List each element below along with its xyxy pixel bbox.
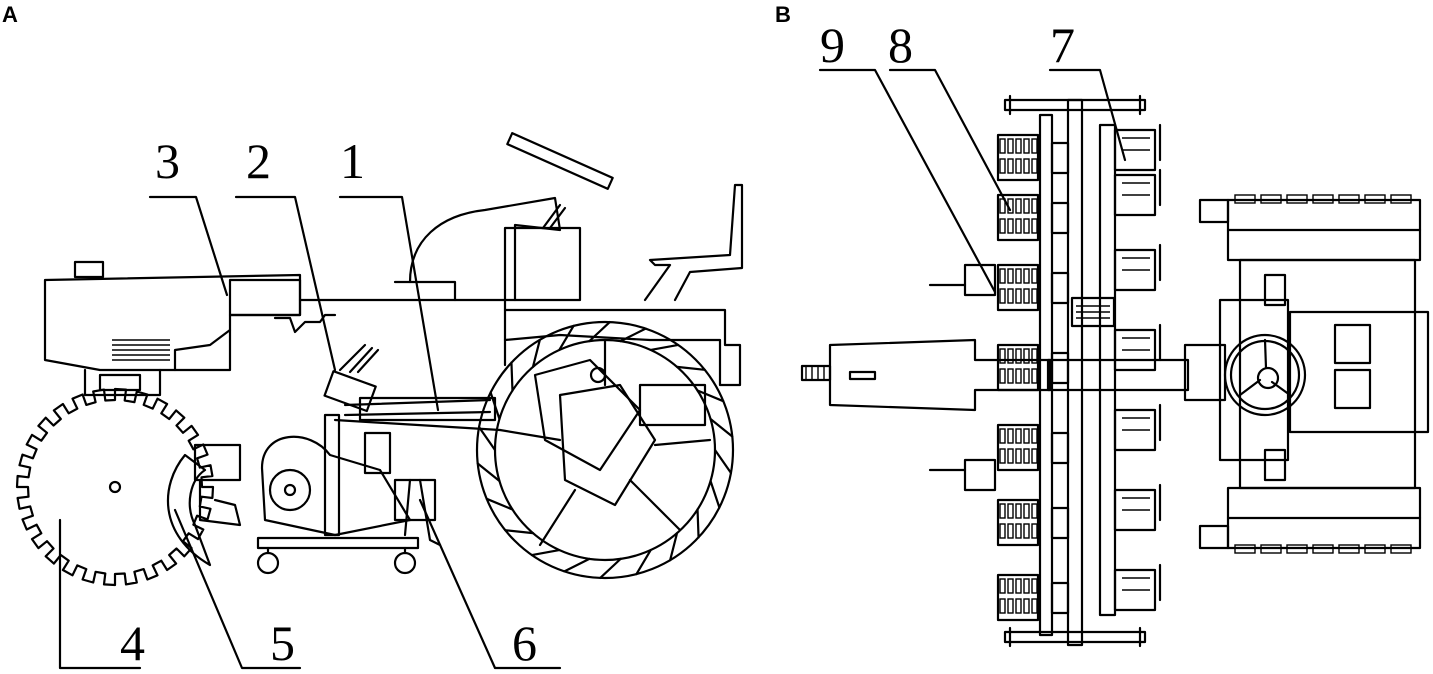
panel-b-top-view xyxy=(800,68,1430,648)
panel-letter-b: B xyxy=(775,2,791,27)
saw-disc xyxy=(15,387,215,587)
callout-8: 8 xyxy=(888,17,913,73)
callout-7: 7 xyxy=(1050,17,1075,73)
rake-units-right xyxy=(1113,123,1162,612)
engine-grille xyxy=(112,339,170,361)
callout-5: 5 xyxy=(270,615,295,671)
callout-1: 1 xyxy=(340,133,365,189)
tractor-top-view xyxy=(1198,194,1430,554)
panel-a-side-view xyxy=(15,132,744,670)
callout-4: 4 xyxy=(120,615,145,671)
callout-3: 3 xyxy=(155,133,180,189)
callout-6: 6 xyxy=(512,615,537,671)
seeding-units-left xyxy=(996,133,1070,622)
panel-letter-a: A xyxy=(2,2,18,27)
tractor-rear-wheel xyxy=(475,320,735,580)
callout-9: 9 xyxy=(820,17,845,73)
callout-2: 2 xyxy=(246,133,271,189)
